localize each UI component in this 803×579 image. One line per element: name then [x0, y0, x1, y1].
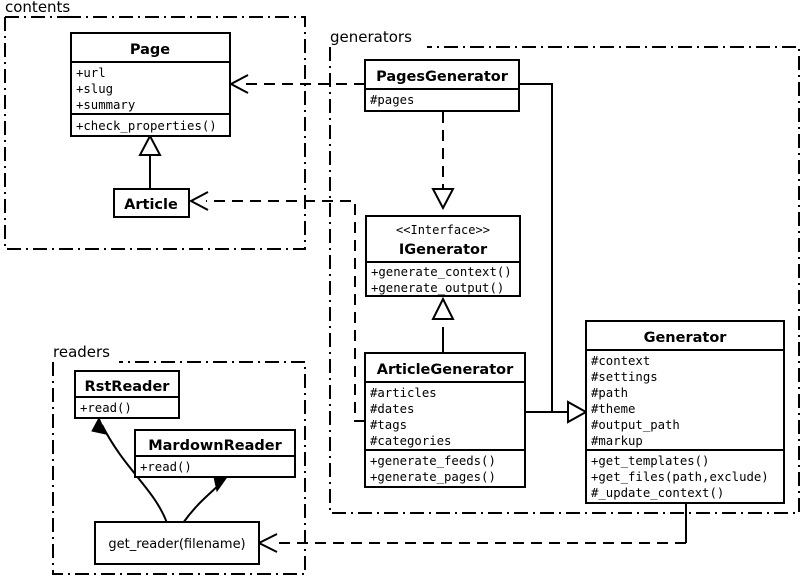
relation-pagesgenerator-uses-page	[228, 74, 365, 94]
relation-pagesgenerator-realizes-igenerator	[431, 112, 455, 211]
class-pages-generator-attr-0: #pages	[370, 93, 414, 107]
generalization-arrowhead	[138, 133, 162, 156]
package-contents-label: contents	[5, 0, 70, 16]
class-generator-title: Generator	[644, 330, 728, 346]
package-generators-label: generators	[330, 28, 412, 46]
relation-articlegenerator-uses-article	[188, 191, 365, 422]
generalization-arrowhead-2	[431, 296, 455, 320]
class-generator-attr-3: #theme	[591, 402, 635, 416]
class-page-attr-0: +url	[76, 66, 106, 80]
class-page-title: Page	[130, 42, 170, 58]
realization-arrowhead	[431, 188, 455, 211]
class-generator-method-2: #_update_context()	[591, 486, 724, 500]
package-readers-border	[52, 361, 306, 575]
class-rst-reader-box	[74, 370, 180, 419]
class-article[interactable]: Article	[113, 188, 190, 218]
class-pages-generator[interactable]: PagesGenerator #pages	[364, 59, 520, 112]
function-get-reader-label: get_reader(filename)	[108, 537, 245, 552]
class-igenerator-box	[365, 215, 521, 297]
relation-article-extends-page	[138, 133, 162, 190]
class-igenerator-method-1: +generate_output()	[371, 281, 504, 295]
class-mardown-reader-title: MardownReader	[148, 438, 282, 454]
class-generator-attr-1: #settings	[591, 370, 658, 384]
class-generator-box	[585, 320, 785, 504]
class-article-generator-attr-2: #tags	[370, 418, 407, 432]
class-article-generator-box	[364, 352, 526, 488]
class-pages-generator-box	[364, 59, 520, 112]
class-page[interactable]: Page +url +slug +summary +check_properti…	[70, 32, 231, 137]
relation-generators-extend-generator	[519, 83, 589, 424]
class-generator-attr-2: #path	[591, 386, 628, 400]
generalization-arrowhead-3	[567, 400, 589, 424]
class-page-attr-2: +summary	[76, 98, 135, 112]
package-readers-label: readers	[53, 343, 110, 361]
package-readers: readers	[52, 343, 306, 575]
dependency-arrowhead-article	[188, 191, 209, 211]
class-rst-reader-title: RstReader	[85, 379, 171, 395]
class-article-generator-attr-0: #articles	[370, 386, 437, 400]
class-generator-method-0: +get_templates()	[591, 454, 709, 468]
dependency-arrowhead-get-reader	[256, 533, 278, 553]
class-pages-generator-title: PagesGenerator	[376, 69, 509, 85]
class-igenerator-stereotype: <<Interface>>	[396, 223, 490, 237]
class-rst-reader-method-0: +read()	[80, 401, 132, 415]
dependency-arrowhead-page	[228, 74, 249, 94]
class-rst-reader[interactable]: RstReader +read()	[74, 370, 180, 419]
function-get-reader[interactable]: get_reader(filename)	[94, 521, 260, 565]
class-mardown-reader[interactable]: MardownReader +read()	[134, 429, 296, 478]
class-article-generator[interactable]: ArticleGenerator #articles #dates #tags …	[364, 352, 526, 488]
package-contents: contents	[4, 0, 306, 250]
class-page-box	[70, 32, 231, 137]
class-page-method-0: +check_properties()	[76, 119, 217, 133]
function-get-reader-box	[94, 521, 260, 565]
class-igenerator-method-0: +generate_context()	[371, 265, 512, 279]
class-igenerator-title: IGenerator	[399, 242, 488, 258]
package-contents-border	[4, 16, 306, 250]
class-generator-attr-4: #output_path	[591, 418, 680, 432]
creates-arrowhead-rstreader	[91, 416, 107, 435]
class-article-generator-method-1: +generate_pages()	[370, 470, 496, 484]
relation-get-reader-creates-mardownreader	[182, 476, 228, 524]
class-generator[interactable]: Generator #context #settings #path #them…	[585, 320, 785, 504]
class-mardown-reader-box	[134, 429, 296, 478]
class-mardown-reader-method-0: +read()	[140, 460, 192, 474]
class-article-generator-attr-1: #dates	[370, 402, 414, 416]
class-generator-attr-0: #context	[591, 354, 650, 368]
class-article-generator-title: ArticleGenerator	[377, 362, 514, 378]
relation-articlegenerator-extends-igenerator	[431, 296, 455, 355]
class-generator-attr-5: #markup	[591, 434, 643, 448]
class-article-title: Article	[124, 197, 178, 213]
relation-get-reader-creates-rstreader	[91, 416, 168, 524]
package-generators: generators	[329, 28, 800, 514]
class-generator-method-1: +get_files(path,exclude)	[591, 470, 769, 484]
relation-generator-uses-get-reader	[256, 503, 687, 553]
class-igenerator[interactable]: <<Interface>> IGenerator +generate_conte…	[365, 215, 521, 297]
class-page-attr-1: +slug	[76, 82, 113, 96]
class-article-box	[113, 188, 190, 218]
class-article-generator-method-0: +generate_feeds()	[370, 454, 496, 468]
class-article-generator-attr-3: #categories	[370, 434, 451, 448]
